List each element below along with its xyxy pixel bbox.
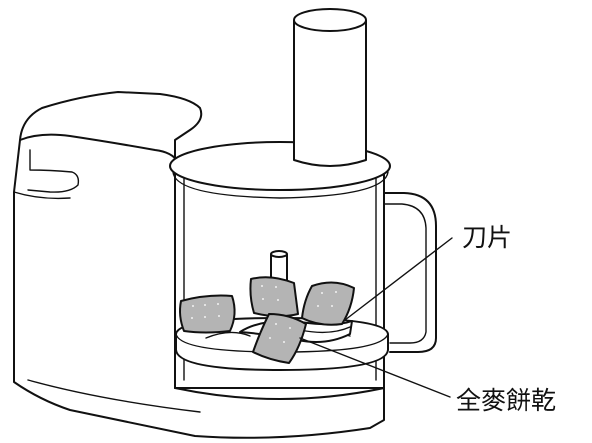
cracker-3 [301,281,355,326]
motor-base [13,91,385,439]
crackers-leader-line [299,337,451,398]
crackers-label: 全麥餅乾 [456,386,557,415]
blade-leader-line [344,237,453,321]
feed-tube [293,8,367,167]
cracker-2 [249,276,299,318]
cracker-4 [252,313,307,364]
cracker-1 [179,294,236,334]
blade-label: 刀片 [462,223,513,252]
